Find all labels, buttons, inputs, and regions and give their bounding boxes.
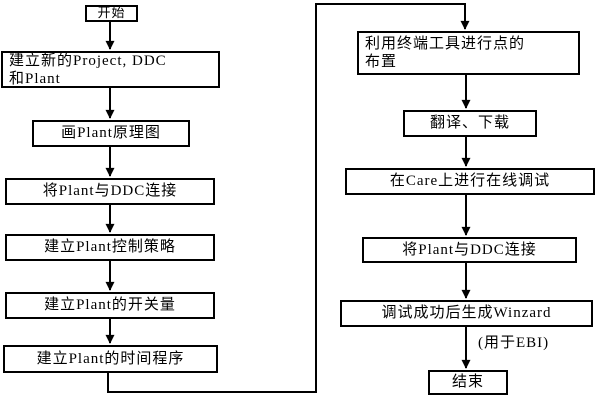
flow-node-terminal-point-layout-line2: 布置: [365, 54, 398, 70]
flow-node-start: 开始: [85, 5, 138, 22]
flow-node-create-project-line2: 和Plant: [9, 70, 61, 87]
flow-node-create-time-program: 建立Plant的时间程序: [3, 345, 218, 373]
winzard-note-label: (用于EBI): [478, 335, 550, 351]
flow-node-end: 结束: [428, 370, 508, 395]
flow-node-draw-plant-schematic: 画Plant原理图: [32, 120, 190, 147]
flow-node-create-project-line1: 建立新的Project, DDC: [9, 52, 167, 69]
flow-node-terminal-point-layout-line1: 利用终端工具进行点的: [365, 36, 526, 52]
flow-node-connect-plant-ddc-left: 将Plant与DDC连接: [5, 178, 215, 205]
flow-node-terminal-point-layout: 利用终端工具进行点的 布置: [357, 31, 580, 75]
flow-node-create-control-strategy: 建立Plant控制策略: [5, 234, 215, 261]
flow-node-online-debug-on-care: 在Care上进行在线调试: [345, 168, 595, 195]
flow-node-connect-plant-ddc-right: 将Plant与DDC连接: [362, 237, 577, 263]
flow-node-translate-download: 翻译、下载: [403, 110, 537, 137]
connector-time-program-to-terminal-layout: [107, 3, 470, 393]
flow-node-create-switch-values: 建立Plant的开关量: [5, 292, 215, 319]
flow-node-create-project: 建立新的Project, DDC 和Plant: [1, 51, 220, 88]
flow-node-generate-winzard: 调试成功后生成Winzard: [340, 300, 593, 327]
